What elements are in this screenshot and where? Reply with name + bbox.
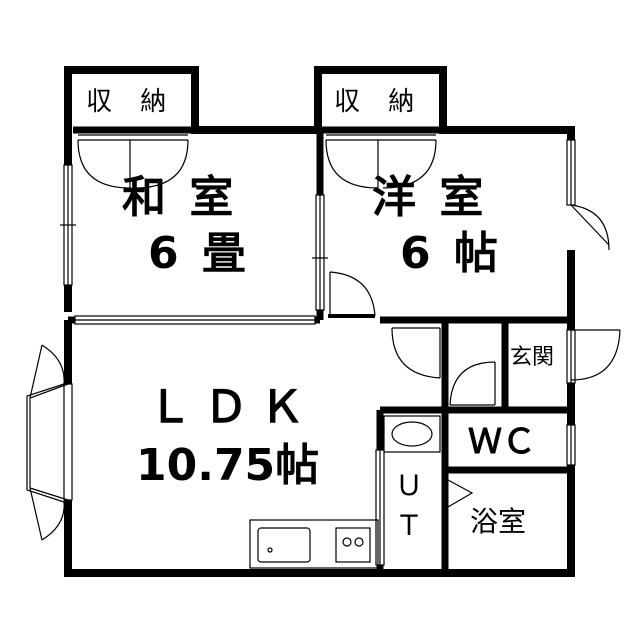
label-storage-left: 収 納 — [86, 87, 177, 117]
label-genkan: 玄関 — [510, 345, 555, 370]
label-ldk-size: 10.75帖 — [136, 440, 320, 491]
label-youshitsu-size: 6 帖 — [400, 228, 502, 279]
closet-door-right — [325, 134, 437, 189]
door-hall — [449, 361, 496, 406]
closet-door-left — [77, 134, 189, 189]
window-youshitsu — [566, 139, 610, 251]
label-washitsu: 和 室 — [122, 172, 238, 223]
label-washitsu-size: 6 畳 — [148, 228, 250, 279]
sliding-door-ut — [375, 449, 385, 566]
label-ut-t: Ｔ — [395, 509, 424, 542]
washbasin — [383, 415, 441, 453]
door-bath — [447, 479, 474, 508]
door-entrance — [566, 329, 621, 384]
sliding-door-washitsu-ldk — [74, 315, 316, 325]
label-storage-right: 収 納 — [334, 87, 425, 117]
label-youshitsu: 洋 室 — [372, 172, 488, 223]
label-wc: ＷＣ — [468, 422, 536, 462]
window-washitsu — [60, 164, 76, 286]
bay-window-ldk — [26, 344, 73, 541]
kitchen-counter — [249, 519, 379, 569]
door-youshitsu — [328, 271, 376, 318]
door-ldk — [391, 327, 441, 379]
sliding-door-between-rooms — [312, 194, 328, 311]
label-ut-u: Ｕ — [395, 469, 424, 502]
label-bath: 浴室 — [470, 505, 527, 538]
label-ldk: ＬＤＫ — [148, 382, 316, 433]
window-wc — [566, 424, 576, 466]
